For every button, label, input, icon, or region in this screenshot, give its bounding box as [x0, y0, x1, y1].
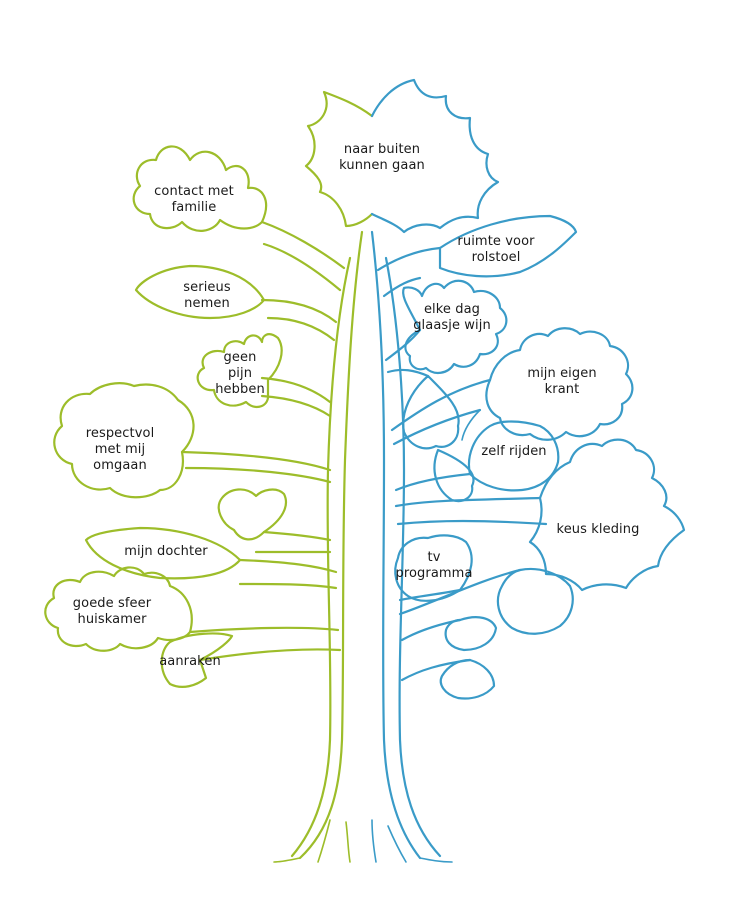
leaf-zelf-rijden: [461, 409, 560, 492]
leaf-serieus-nemen: [134, 264, 266, 320]
leaf-goede-sfeer: [44, 566, 193, 652]
leaf-geen-pijn-hebben: [196, 333, 283, 408]
label-geen-pijn-hebben: geen pijn hebben: [215, 350, 265, 397]
label-keus-kleding: keus kleding: [556, 522, 640, 537]
leaf-aanraken: [160, 632, 234, 688]
label-mijn-dochter: mijn dochter: [124, 544, 208, 559]
label-tv-programma: tv programma: [395, 550, 473, 581]
label-zelf-rijden: zelf rijden: [481, 444, 547, 459]
label-eigen-krant: mijn eigen krant: [527, 366, 597, 397]
leaf-mijn-dochter: [84, 526, 242, 580]
leaf-ruimte-rolstoel: [438, 214, 578, 278]
label-naar-buiten: naar buiten kunnen gaan: [339, 142, 425, 173]
label-glaasje-wijn: elke dag glaasje wijn: [413, 302, 491, 333]
label-aanraken: aanraken: [159, 654, 221, 669]
label-contact-met-familie: contact met familie: [154, 184, 234, 215]
leaf-heart-right: [402, 374, 475, 503]
leaf-respectvol: [53, 382, 195, 499]
leaf-eigen-krant: [485, 327, 634, 441]
trunk: [273, 230, 453, 863]
label-ruimte-rolstoel: ruimte voor rolstoel: [457, 234, 535, 265]
leaf-contact-met-familie: [132, 145, 268, 232]
label-respectvol: respectvol met mij omgaan: [85, 426, 155, 473]
label-serieus-nemen: serieus nemen: [183, 280, 231, 311]
leaf-naar-buiten: [304, 78, 500, 234]
leaf-heart-left: [217, 488, 288, 541]
left-branches: [180, 220, 346, 662]
leaf-tv-programma: [394, 534, 473, 602]
label-goede-sfeer: goede sfeer huiskamer: [72, 596, 152, 627]
leaf-glaasje-wijn: [402, 279, 508, 374]
leaf-lower-right: [439, 567, 574, 700]
leaf-keus-kleding: [528, 438, 686, 592]
right-branches: [376, 246, 548, 682]
